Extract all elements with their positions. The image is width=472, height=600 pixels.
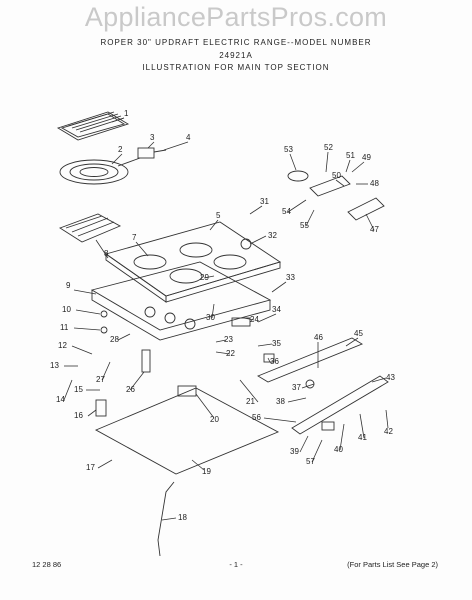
part-rail-upper: [256, 337, 364, 383]
callout-9: 9: [66, 281, 71, 290]
part-broil-grate: [58, 213, 122, 243]
callout-23: 23: [224, 335, 233, 344]
callout-5: 5: [216, 211, 221, 220]
callout-39: 39: [290, 447, 299, 456]
footer-date: 12 28 86: [32, 560, 62, 569]
callout-55: 55: [300, 221, 309, 230]
part-rod: [157, 481, 175, 557]
callout-47: 47: [370, 225, 379, 234]
part-bottom-panel: [94, 387, 280, 475]
callout-14: 14: [56, 395, 65, 404]
callout-38: 38: [276, 397, 285, 406]
callout-12: 12: [58, 341, 67, 350]
part-grate: [56, 111, 130, 141]
part-fasteners: [95, 238, 335, 431]
callout-21: 21: [246, 397, 255, 406]
callout-1: 1: [124, 109, 129, 118]
callout-3: 3: [150, 133, 155, 142]
footer-parts-list-note: (For Parts List See Page 2): [347, 560, 438, 569]
callout-35: 35: [272, 339, 281, 348]
callout-49: 49: [362, 153, 371, 162]
callout-41: 41: [358, 433, 367, 442]
callout-54: 54: [282, 207, 291, 216]
diagram-subtitle: ILLUSTRATION FOR MAIN TOP SECTION: [142, 63, 330, 72]
callout-48: 48: [370, 179, 379, 188]
callout-33: 33: [286, 273, 295, 282]
callout-27: 27: [96, 375, 105, 384]
callout-45: 45: [354, 329, 363, 338]
callout-16: 16: [74, 411, 83, 420]
callout-42: 42: [384, 427, 393, 436]
callout-19: 19: [202, 467, 211, 476]
callout-37: 37: [292, 383, 301, 392]
callout-7: 7: [132, 233, 137, 242]
callout-50: 50: [332, 171, 341, 180]
part-drip-pan: [90, 261, 272, 341]
callout-2: 2: [118, 145, 123, 154]
footer-page-number: - 1 -: [229, 560, 243, 569]
callout-43: 43: [386, 373, 395, 382]
model-number: 24921A: [219, 51, 253, 60]
part-main-top: [104, 221, 282, 303]
callout-51: 51: [346, 151, 355, 160]
part-surface-element: [59, 157, 141, 185]
callout-52: 52: [324, 143, 333, 152]
callout-10: 10: [62, 305, 71, 314]
callout-11: 11: [60, 323, 69, 332]
callout-24: 24: [250, 315, 259, 324]
callout-15: 15: [74, 385, 83, 394]
callout-56: 56: [252, 413, 261, 422]
callout-53: 53: [284, 145, 293, 154]
callout-46: 46: [314, 333, 323, 342]
callout-30: 30: [206, 313, 215, 322]
callout-36: 36: [270, 357, 279, 366]
part-receptacle: [137, 147, 167, 159]
callout-22: 22: [226, 349, 235, 358]
diagram-title: ROPER 30" UPDRAFT ELECTRIC RANGE--MODEL …: [100, 38, 372, 47]
callout-31: 31: [260, 197, 269, 206]
leader-lines: [63, 117, 389, 521]
callout-17: 17: [86, 463, 95, 472]
callout-57: 57: [306, 457, 315, 466]
callout-28: 28: [110, 335, 119, 344]
callout-18: 18: [178, 513, 187, 522]
callout-32: 32: [268, 231, 277, 240]
part-switch-bracket: [287, 170, 385, 221]
callout-4: 4: [186, 133, 191, 142]
callout-34: 34: [272, 305, 281, 314]
callout-8: 8: [104, 249, 109, 258]
part-rail-lower: [291, 375, 389, 435]
callout-13: 13: [50, 361, 59, 370]
watermark: AppliancePartsPros.com: [84, 2, 388, 32]
callout-20: 20: [210, 415, 219, 424]
callout-40: 40: [334, 445, 343, 454]
